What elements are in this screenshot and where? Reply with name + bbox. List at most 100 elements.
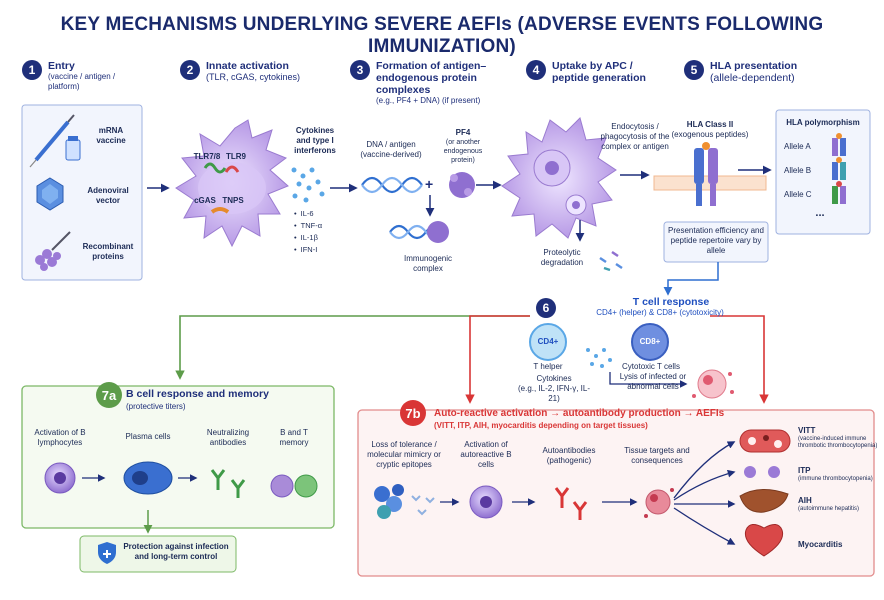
cd4-label: CD4+ bbox=[537, 337, 559, 346]
step-2-sub: (TLR, cGAS, cytokines) bbox=[206, 72, 301, 82]
hla-molecule-icon bbox=[694, 142, 718, 206]
autoreactive-box bbox=[357, 409, 875, 577]
step-1-sub: (vaccine / antigen / platform) bbox=[48, 72, 116, 91]
loss-of-tolerance-label: Loss of tolerance / molecular mimicry or… bbox=[367, 440, 441, 469]
dna-icon bbox=[361, 176, 423, 194]
tcell-cytokine-dots bbox=[586, 348, 612, 368]
allele-b-label: Allele B bbox=[784, 166, 812, 175]
adenoviral-vector-label: Adenoviral vector bbox=[87, 186, 129, 205]
bcell-box bbox=[21, 385, 335, 529]
bcell-title: B cell response and memory bbox=[126, 388, 269, 400]
auto-title: Auto-reactive activation → autoantibody … bbox=[434, 408, 725, 419]
plus-sign: + bbox=[425, 176, 434, 192]
tlr78-label: TLR7/8 bbox=[193, 152, 221, 161]
cytokine-item: IL-6 bbox=[294, 208, 344, 220]
cytokines-title: Cytokines and type I interferons bbox=[294, 126, 336, 155]
autoreactive-bcells-label: Activation of autoreactive B cells bbox=[460, 440, 512, 469]
entry-box bbox=[21, 104, 143, 281]
tissue-target-icon bbox=[644, 488, 674, 518]
peptide-fragments-icon bbox=[599, 250, 623, 272]
allele-a-icon bbox=[832, 133, 846, 156]
lysis-label: Lysis of infected or abnormal cells bbox=[619, 372, 687, 391]
allele-c-icon bbox=[832, 181, 846, 204]
protection-label: Protection against infection and long-te… bbox=[123, 542, 229, 561]
bcell-sub: (protective titers) bbox=[126, 402, 186, 411]
apc-cell bbox=[501, 117, 617, 239]
lysed-cell-icon bbox=[692, 369, 734, 399]
blood-vessel-icon bbox=[739, 429, 791, 453]
hla-polymorphism-title: HLA polymorphism bbox=[786, 118, 860, 127]
hla-note: Presentation efficiency and peptide repe… bbox=[668, 226, 764, 255]
myocarditis-label: Myocarditis bbox=[798, 540, 843, 549]
mrna-vaccine-label: mRNA vaccine bbox=[96, 126, 126, 145]
allele-a-label: Allele A bbox=[784, 142, 811, 151]
hla-note-box bbox=[663, 221, 769, 263]
aih-sub: (autoimmune hepatitis) bbox=[798, 506, 860, 512]
dna-antigen-sub: (vaccine-derived) bbox=[360, 150, 422, 159]
cytokine-item: IFN-I bbox=[294, 244, 344, 256]
immunogenic-complex-label: Immunogenic complex bbox=[403, 254, 453, 273]
protection-box bbox=[79, 535, 237, 573]
innate-cell bbox=[175, 119, 289, 248]
itp-sub: (immune thrombocytopenia) bbox=[798, 476, 873, 482]
tcell-sub: CD4+ (helper) & CD8+ (cytotoxicity) bbox=[596, 308, 724, 317]
step-1-badge: 1 bbox=[22, 60, 42, 80]
pf4-label: PF4 (or another endogenous protein) bbox=[436, 128, 490, 165]
step-5-badge: 5 bbox=[684, 60, 704, 80]
cytokine-item: IL-1β bbox=[294, 232, 344, 244]
hla-polymorphism-box bbox=[775, 109, 871, 235]
tcell-cytokines-label: Cytokines (e.g., IL-2, IFN-γ, IL-21) bbox=[514, 374, 594, 404]
pf4-title: PF4 bbox=[455, 128, 471, 137]
step-6-badge: 6 bbox=[536, 298, 556, 318]
auto-sub: (VITT, ITP, AIH, myocarditis depending o… bbox=[434, 421, 648, 430]
plasma-cells-label: Plasma cells bbox=[125, 432, 171, 441]
more-alleles: ... bbox=[815, 207, 825, 219]
hla-class-sub: (exogenous peptides) bbox=[671, 130, 749, 139]
cd8-cell bbox=[631, 323, 669, 361]
step-2-header: Innate activation (TLR, cGAS, cytokines) bbox=[206, 60, 306, 83]
platelet-icon bbox=[744, 466, 780, 478]
memory-b-icon bbox=[270, 474, 294, 498]
step-3-header: Formation of antigen–endogenous protein … bbox=[376, 60, 496, 106]
page-title: KEY MECHANISMS UNDERLYING SEVERE AEFIs (… bbox=[60, 14, 824, 57]
dna-antigen-title: DNA / antigen bbox=[366, 140, 416, 149]
dna-antigen-label: DNA / antigen (vaccine-derived) bbox=[358, 140, 424, 160]
t-helper-label: T helper bbox=[533, 362, 563, 371]
tnps-label: TNPS bbox=[222, 196, 244, 205]
itp-block: ITP (immune thrombocytopenia) bbox=[798, 466, 878, 483]
step-7a-badge: 7a bbox=[96, 382, 122, 408]
allele-c-label: Allele C bbox=[784, 190, 812, 199]
complex-pf4-icon bbox=[427, 221, 449, 243]
pf4-sub: (or another endogenous protein) bbox=[443, 139, 483, 164]
autoantibody-icon bbox=[554, 487, 588, 520]
tcell-title: T cell response bbox=[632, 296, 710, 308]
cytokine-list: IL-6 TNF-α IL-1β IFN-I bbox=[294, 208, 344, 256]
hla-class-title: HLA Class II bbox=[686, 120, 734, 129]
step-5-sub: (allele-dependent) bbox=[710, 72, 795, 84]
cd8-label: CD8+ bbox=[639, 337, 661, 346]
step-2-title: Innate activation bbox=[206, 60, 289, 72]
protein-cluster-icon bbox=[35, 249, 61, 271]
cytokine-item: TNF-α bbox=[294, 220, 344, 232]
step-4-badge: 4 bbox=[526, 60, 546, 80]
tcell-cytokines-title: Cytokines bbox=[536, 374, 572, 383]
vitt-sub: (vaccine-induced immune thrombotic throm… bbox=[798, 436, 878, 449]
antibody-icon bbox=[210, 469, 246, 498]
pf4-icon bbox=[449, 172, 475, 198]
aih-block: AIH (autoimmune hepatitis) bbox=[798, 496, 878, 513]
liver-icon bbox=[739, 489, 789, 513]
step-3-badge: 3 bbox=[350, 60, 370, 80]
recombinant-proteins-label: Recombinant proteins bbox=[82, 242, 134, 261]
autoantibodies-label: Autoantibodies (pathogenic) bbox=[542, 446, 596, 465]
cytotoxic-label: Cytotoxic T cells bbox=[622, 362, 680, 371]
tissue-targets-label: Tissue targets and consequences bbox=[624, 446, 690, 465]
step-5-header: HLA presentation (allele-dependent) bbox=[710, 60, 830, 84]
step-2-badge: 2 bbox=[180, 60, 200, 80]
step-4-title: Uptake by APC / peptide generation bbox=[552, 60, 646, 84]
syringe-icon bbox=[29, 114, 75, 168]
step-1-title: Entry bbox=[48, 60, 75, 72]
neutralizing-antibodies-label: Neutralizing antibodies bbox=[206, 428, 250, 447]
step-7b-badge: 7b bbox=[400, 400, 426, 426]
cgas-label: cGAS bbox=[194, 196, 216, 205]
